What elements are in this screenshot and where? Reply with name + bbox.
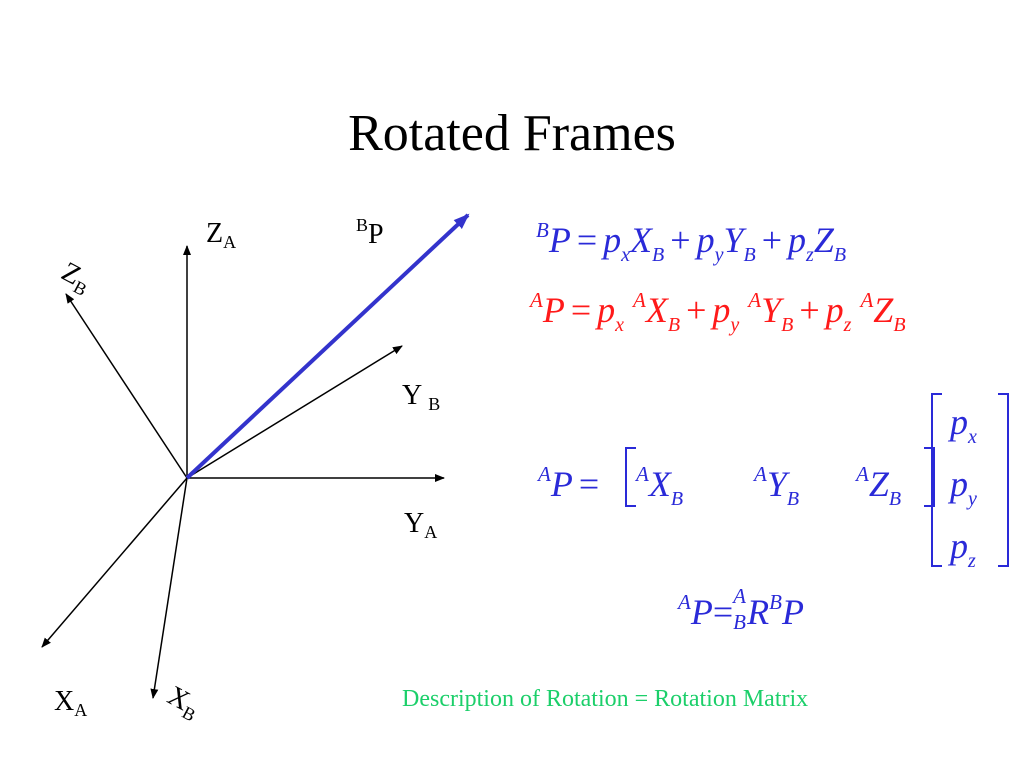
matrix-col-xb: AXB bbox=[636, 462, 684, 510]
zb-axis bbox=[65, 293, 188, 479]
xa-label: XA bbox=[54, 686, 88, 720]
matrix-col-yb: AYB bbox=[754, 462, 800, 510]
vector-py: py bbox=[950, 464, 977, 510]
slide-title: Rotated Frames bbox=[348, 105, 676, 162]
xa-axis bbox=[41, 477, 188, 648]
ya-label: YA bbox=[404, 508, 438, 542]
equation-1: BP=pxXB+pyYB+pzZB bbox=[536, 218, 847, 266]
bp-label: BP bbox=[356, 215, 384, 250]
equation-3-lhs: AP= bbox=[538, 462, 600, 504]
matrix-col-zb: AZB bbox=[856, 462, 902, 510]
equation-2: AP=px AXB+py AYB+pz AZB bbox=[530, 288, 906, 336]
vector-px: px bbox=[950, 402, 977, 448]
yb-label: Y B bbox=[402, 380, 441, 414]
vector-pz: pz bbox=[950, 526, 976, 572]
za-label: ZA bbox=[206, 218, 237, 252]
bp-vector bbox=[185, 213, 470, 480]
yb-axis bbox=[186, 345, 403, 479]
column-brackets bbox=[931, 393, 1009, 567]
row-bracket-right bbox=[924, 447, 935, 507]
caption: Description of Rotation = Rotation Matri… bbox=[402, 686, 809, 712]
xb-axis bbox=[150, 477, 188, 699]
row-bracket-left bbox=[625, 447, 636, 507]
